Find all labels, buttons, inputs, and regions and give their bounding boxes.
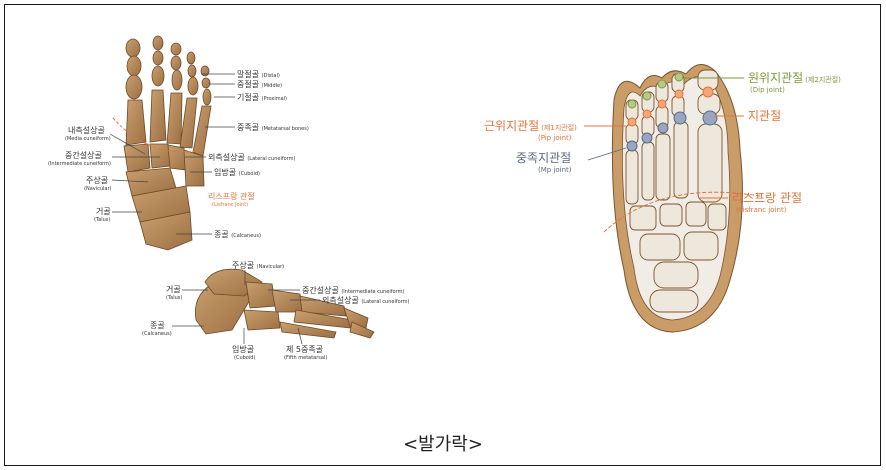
medial-cuneiform-label: 내측설상골 xyxy=(68,125,105,135)
svg-text:종골 (Calcaneus): 종골 (Calcaneus) xyxy=(214,230,261,239)
cuboid-en-label: (Cuboid) xyxy=(239,171,260,177)
svg-text:중족골 (Metatarsal bones): 중족골 (Metatarsal bones) xyxy=(237,123,309,132)
side-intermediate-cuneiform-en-label: (Intermediate cuneiform) xyxy=(341,289,404,295)
dip-label: 원위지관절 xyxy=(748,71,803,85)
side-talus-label: 거골 xyxy=(166,285,181,294)
mp-en-label: (Mp joint) xyxy=(538,166,572,174)
svg-text:외측설상골 (Lateral cuneiform): 외측설상골 (Lateral cuneiform) xyxy=(322,295,410,305)
side-fifth-metatarsal-en-label: (Fifth metatarsal) xyxy=(284,355,327,361)
intermediate-cuneiform-en-label: (Intermediate cuneiform) xyxy=(48,161,111,167)
svg-text:주상골 (Navicular): 주상골 (Navicular) xyxy=(232,260,284,270)
top-view-skeleton xyxy=(124,36,211,250)
side-lateral-cuneiform-label: 외측설상골 xyxy=(322,295,359,305)
pip-label: 근위지관절 xyxy=(484,119,539,133)
metatarsal-en-label: (Metatarsal bones) xyxy=(262,126,309,132)
side-navicular-label: 주상골 xyxy=(232,260,254,270)
navicular-en-label: (Navicular) xyxy=(84,186,112,192)
pip-en-label: (Pip joint) xyxy=(538,134,572,142)
ip-label: 지관절 xyxy=(748,109,781,123)
joint-lisfranc-label: 리스프랑 관절 xyxy=(732,191,802,205)
navicular-label: 주상골 xyxy=(86,175,108,185)
side-cuboid-en-label: (Cuboid) xyxy=(234,355,255,361)
svg-text:중절골 (Middle): 중절골 (Middle) xyxy=(237,80,282,89)
side-intermediate-cuneiform-label: 중간설상골 xyxy=(302,285,339,295)
proximal-label: 기절골 xyxy=(237,93,259,102)
side-lateral-cuneiform-en-label: (Lateral cuneiform) xyxy=(361,299,409,305)
svg-text:말절골 (Distal): 말절골 (Distal) xyxy=(237,70,280,79)
intermediate-cuneiform-label: 중간설상골 xyxy=(65,150,102,160)
dip-en-label: (Dip joint) xyxy=(750,86,785,94)
svg-text:중간설상골 (Intermediate cuneiform): 중간설상골 (Intermediate cuneiform) xyxy=(302,285,404,295)
lateral-cuneiform-en-label: (Lateral cuneiform) xyxy=(247,156,295,162)
mp-label: 중족지관절 xyxy=(516,151,571,165)
side-calcaneus-en-label: (Calcaneus) xyxy=(142,331,172,337)
joint-lisfranc-en-label: (Lisfranc joint) xyxy=(736,206,787,214)
svg-text:기절골 (Proximal): 기절골 (Proximal) xyxy=(237,93,287,102)
pip-sub-label: (제1지관절) xyxy=(541,123,577,132)
lisfranc-label: 리스프랑 관절 xyxy=(208,191,255,201)
svg-text:입방골 (Cuboid): 입방골 (Cuboid) xyxy=(214,167,260,177)
medial-cuneiform-en-label: (Media cuneiform) xyxy=(65,136,111,142)
cuboid-label: 입방골 xyxy=(214,167,236,177)
distal-label: 말절골 xyxy=(237,70,259,79)
distal-en-label: (Distal) xyxy=(262,73,280,79)
side-fifth-metatarsal-label: 제 5중족골 xyxy=(286,345,323,354)
lateral-cuneiform-label: 외측설상골 xyxy=(208,152,245,162)
talus-en-label: (Talus) xyxy=(94,217,110,223)
calcaneus-label: 종골 xyxy=(214,230,229,239)
side-cuboid-label: 입방골 xyxy=(232,344,254,354)
middle-label: 중절골 xyxy=(237,80,259,89)
calcaneus-en-label: (Calcaneus) xyxy=(231,233,261,239)
figure-caption: <발가락> xyxy=(0,430,886,456)
middle-en-label: (Middle) xyxy=(262,83,282,89)
lisfranc-en-label: (Lisfranc Joint) xyxy=(212,202,248,208)
side-talus-en-label: (Talus) xyxy=(166,295,182,301)
svg-text:근위지관절(제1지관절): 근위지관절(제1지관절) xyxy=(484,119,577,133)
talus-label: 거골 xyxy=(96,207,111,216)
side-calcaneus-label: 종골 xyxy=(150,321,165,330)
side-navicular-en-label: (Navicular) xyxy=(257,264,285,270)
dip-sub-label: (제2지관절) xyxy=(805,75,841,84)
proximal-en-label: (Proximal) xyxy=(262,96,287,102)
svg-text:원위지관절(제2지관절): 원위지관절(제2지관절) xyxy=(748,71,841,85)
metatarsal-label: 중족골 xyxy=(237,123,259,132)
svg-text:외측설상골 (Lateral cuneiform): 외측설상골 (Lateral cuneiform) xyxy=(208,152,296,162)
